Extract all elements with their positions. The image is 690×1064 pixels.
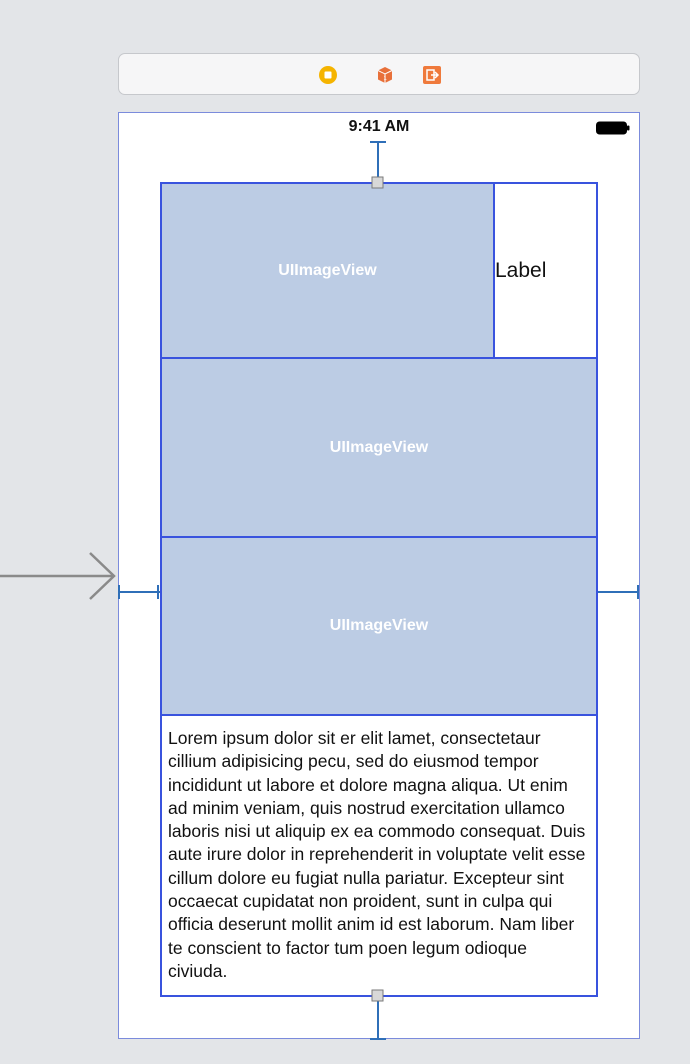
- image-view-title: UIImageView: [278, 261, 377, 279]
- text-view[interactable]: Lorem ipsum dolor sit er elit lamet, con…: [160, 714, 598, 997]
- battery-icon: [596, 121, 630, 135]
- entry-point-arrow-icon[interactable]: [0, 552, 116, 600]
- view-controller-icon[interactable]: [318, 65, 338, 85]
- label-text: Label: [495, 258, 547, 282]
- image-view-middle[interactable]: UIImageView: [160, 357, 598, 538]
- image-view-title: UIImageView: [329, 617, 429, 634]
- svg-text:1: 1: [384, 76, 388, 82]
- image-view-title: UIImageView: [329, 438, 429, 456]
- scene-dock: 1: [118, 53, 640, 95]
- text-view-content: Lorem ipsum dolor sit er elit lamet, con…: [168, 728, 586, 981]
- first-responder-icon[interactable]: 1: [375, 65, 395, 85]
- image-view-top[interactable]: UIImageView: [160, 182, 495, 359]
- image-view-bottom[interactable]: UIImageView: [160, 536, 598, 716]
- exit-icon[interactable]: [422, 65, 442, 85]
- label-view[interactable]: Label: [493, 182, 598, 359]
- status-time: 9:41 AM: [348, 118, 410, 135]
